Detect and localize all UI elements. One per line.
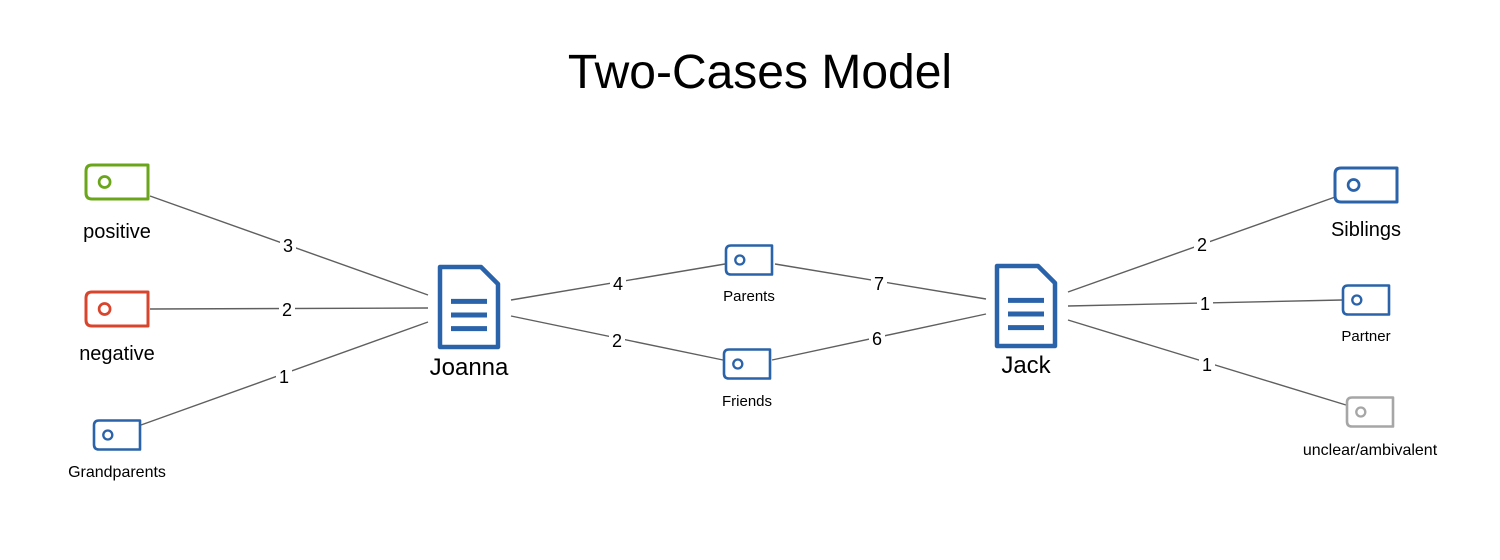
tag-outline (1341, 284, 1391, 316)
node-label: unclear/ambivalent (1303, 442, 1438, 459)
code-tag-icon[interactable] (1341, 284, 1391, 316)
document-outline (994, 263, 1058, 349)
tag-outline (1345, 396, 1395, 428)
edge-weight-label: 1 (279, 367, 289, 387)
edge-weight-background (1197, 292, 1213, 314)
code-tag-icon[interactable] (722, 348, 772, 380)
edge-weight-background (280, 234, 296, 256)
tag-hole (1355, 406, 1367, 418)
tag-hole (1346, 178, 1361, 192)
edge-weight-label: 7 (874, 274, 884, 294)
edge-grandparents-joanna: 1 (140, 321, 429, 426)
code-tag-icon[interactable] (84, 290, 150, 328)
node-negative[interactable]: negative (79, 290, 155, 365)
node-label: Partner (1341, 328, 1390, 345)
edge-weight-label: 4 (613, 274, 623, 294)
code-tag-icon[interactable] (1333, 166, 1399, 204)
node-label: Joanna (430, 354, 509, 381)
edge-weight-background (871, 272, 887, 294)
edge-joanna-friends: 2 (510, 315, 724, 361)
node-partner[interactable]: Partner (1341, 284, 1391, 346)
node-parents[interactable]: Parents (723, 244, 775, 306)
edge-weight-background (1199, 353, 1215, 375)
node-jack[interactable]: Jack (994, 263, 1058, 379)
node-label: Jack (1001, 352, 1051, 379)
node-grandparents[interactable]: Grandparents (68, 419, 166, 482)
code-tag-icon[interactable] (724, 244, 774, 276)
code-tag-icon[interactable] (1345, 396, 1395, 428)
edge-weight-background (276, 365, 292, 387)
edge-jack-partner: 1 (1067, 292, 1343, 314)
node-label: Friends (722, 393, 772, 410)
document-icon[interactable] (437, 264, 501, 350)
edge-negative-joanna: 2 (149, 298, 429, 320)
edge-weight-label: 1 (1202, 355, 1212, 375)
tag-outline (724, 244, 774, 276)
node-positive[interactable]: positive (83, 163, 151, 243)
node-siblings[interactable]: Siblings (1331, 166, 1401, 241)
tag-outline (84, 290, 150, 328)
tag-outline (722, 348, 772, 380)
edge-friends-jack: 6 (771, 313, 987, 361)
edge-weight-background (609, 329, 625, 351)
edge-jack-unclear: 1 (1067, 319, 1347, 406)
document-icon[interactable] (994, 263, 1058, 349)
diagram-title: Two-Cases Model (568, 46, 952, 99)
edge-weight-label: 2 (282, 300, 292, 320)
tag-hole (732, 358, 744, 370)
edge-weight-label: 2 (1197, 235, 1207, 255)
tag-hole (97, 175, 112, 189)
edge-joanna-parents: 4 (510, 263, 726, 301)
edge-weight-background (279, 298, 295, 320)
node-label: Parents (723, 288, 775, 305)
tag-hole (734, 254, 746, 266)
edge-weight-background (610, 272, 626, 294)
edge-weight-label: 6 (872, 329, 882, 349)
edge-jack-siblings: 2 (1067, 195, 1339, 293)
tag-hole (97, 302, 112, 316)
node-label: Grandparents (68, 464, 166, 481)
code-tag-icon[interactable] (92, 419, 142, 451)
edge-weight-background (1194, 233, 1210, 255)
tag-outline (1333, 166, 1399, 204)
tag-outline (84, 163, 150, 201)
node-friends[interactable]: Friends (722, 348, 772, 411)
edge-weight-label: 3 (283, 236, 293, 256)
node-label: positive (83, 221, 151, 243)
tag-hole (1351, 294, 1363, 306)
node-unclear[interactable]: unclear/ambivalent (1303, 396, 1438, 460)
node-label: Siblings (1331, 219, 1401, 241)
tag-outline (92, 419, 142, 451)
edge-weight-label: 1 (1200, 294, 1210, 314)
edge-positive-joanna: 3 (149, 195, 429, 296)
node-joanna[interactable]: Joanna (430, 264, 509, 381)
code-tag-icon[interactable] (84, 163, 150, 201)
node-label: negative (79, 343, 155, 365)
edges-layer: 3 2 1 4 2 7 6 2 1 1 (140, 195, 1347, 426)
edge-weight-label: 2 (612, 331, 622, 351)
tag-hole (102, 429, 114, 441)
edge-weight-background (869, 327, 885, 349)
document-outline (437, 264, 501, 350)
edge-parents-jack: 7 (774, 263, 987, 300)
